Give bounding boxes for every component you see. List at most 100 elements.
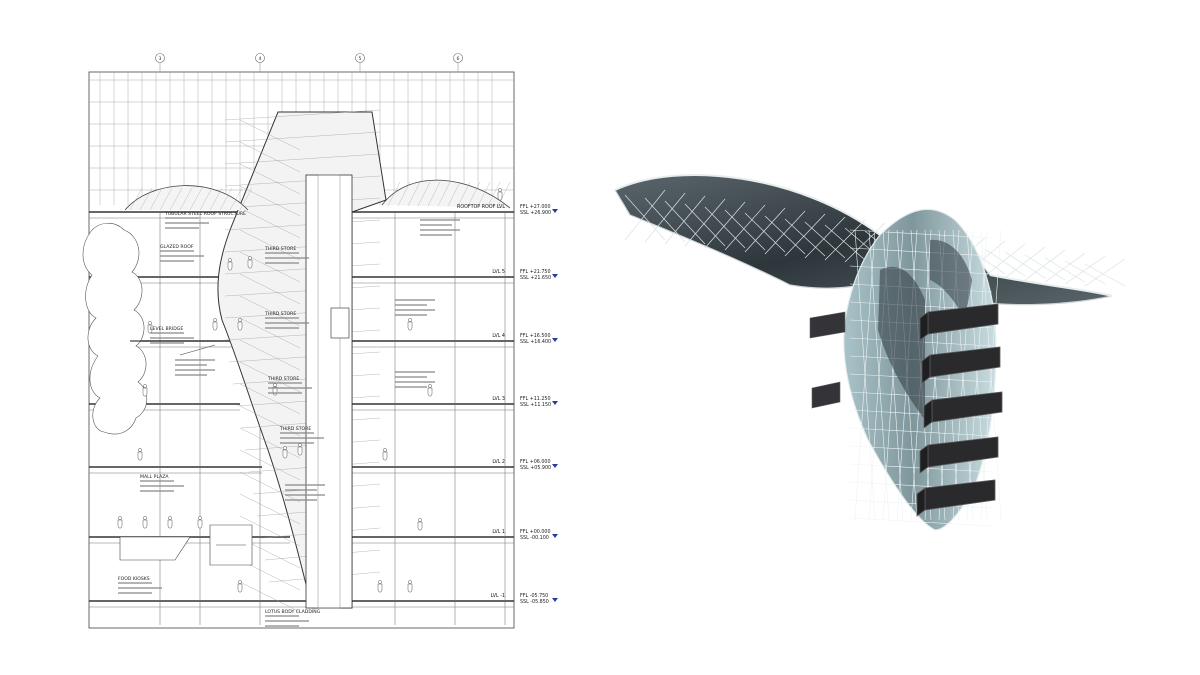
mesh-line — [239, 141, 301, 173]
canopy-rib — [1064, 260, 1106, 285]
side-slab-stubs — [809, 311, 846, 409]
mesh-line — [224, 241, 381, 253]
mesh-line — [224, 131, 381, 143]
vault-rib — [199, 187, 213, 211]
mesh-line — [228, 351, 381, 363]
level-label: LVL 1 — [492, 529, 505, 535]
vault-rib — [417, 181, 431, 207]
vault-rib — [129, 187, 143, 211]
annotation-note: MALL PLAZA — [140, 474, 169, 480]
vault-rib — [189, 187, 203, 211]
person-figure — [297, 443, 303, 456]
canopy-rib — [984, 243, 1026, 277]
canopy-rib — [684, 198, 726, 247]
person-figure — [117, 516, 123, 529]
level-label: LVL 5 — [492, 269, 505, 275]
mesh-line — [224, 197, 381, 209]
vault-rib — [457, 181, 471, 207]
vault-rib — [179, 187, 193, 211]
mesh-line — [239, 361, 301, 393]
mesh-line — [224, 109, 381, 121]
canopy-rib — [1004, 251, 1046, 279]
level-elevation-ssl: SSL -00.100 — [520, 535, 549, 541]
lotus-body-atrium — [217, 109, 387, 613]
mesh-line — [224, 285, 381, 297]
person-figure — [417, 518, 423, 531]
body-diagonal — [854, 229, 876, 521]
canopy-rib — [664, 195, 706, 245]
person-figure — [237, 318, 243, 331]
canopy-rib — [784, 213, 826, 257]
mesh-line — [224, 307, 381, 319]
grid-label-3: 3 — [159, 56, 162, 62]
vault-rib — [139, 187, 153, 211]
canopy-rib — [644, 197, 686, 243]
canopy-rib — [764, 210, 806, 255]
annotation-note: GLAZED ROOF — [160, 244, 194, 250]
level-elevation-ssl: SSL +26.900 — [520, 210, 551, 216]
level-elevation-ffl: FFL +06.000 — [520, 459, 551, 465]
canopy-rib — [1084, 263, 1126, 287]
canopy-rib — [1064, 255, 1106, 285]
canopy-rib — [704, 201, 746, 249]
person-figure — [212, 318, 218, 331]
mesh-line — [224, 329, 381, 341]
canopy-rib — [704, 206, 746, 249]
mesh-line — [239, 383, 301, 415]
level-triangle-icon — [552, 401, 558, 405]
vault-rib — [239, 187, 253, 211]
vault-rib — [219, 187, 233, 211]
vault-rib — [159, 187, 173, 211]
level-triangle-icon — [552, 534, 558, 538]
vault-rib — [487, 181, 501, 207]
level-triangle-icon — [552, 209, 558, 213]
canopy-rib — [664, 200, 706, 245]
canopy-rib — [724, 204, 766, 251]
level-triangle-icon — [552, 338, 558, 342]
level-elevation-ffl: FFL +00.000 — [520, 529, 551, 535]
elevator-cab — [330, 307, 350, 339]
person-figure — [282, 446, 288, 459]
canopy-rib — [984, 248, 1026, 277]
level-elevation-ssl: SSL -05.850 — [520, 599, 549, 605]
canopy-rib — [824, 224, 866, 261]
mesh-line — [239, 405, 301, 437]
mesh-line — [239, 185, 301, 217]
body-mullion — [849, 427, 993, 437]
annotation-note: LEVEL BRIDGE — [150, 326, 183, 332]
mesh-line — [239, 317, 301, 349]
vault-rib — [497, 181, 511, 207]
mesh-line — [224, 263, 381, 275]
person-figure — [227, 258, 233, 271]
person-figure — [142, 516, 148, 529]
canopy-rib — [824, 219, 866, 261]
mesh-line — [224, 175, 381, 187]
canopy-rib — [844, 222, 886, 263]
annotation-note: THIRD STORE — [279, 426, 311, 432]
vault-rib — [229, 187, 243, 211]
canopy-rib — [804, 221, 846, 259]
mesh-line — [239, 581, 301, 613]
annotation-note: FOOD KIOSKS — [118, 576, 150, 582]
canopy-rib — [624, 194, 666, 241]
vault-rib — [387, 181, 401, 207]
level-triangle-icon — [552, 598, 558, 602]
escalators — [119, 340, 253, 566]
person-figure — [142, 384, 148, 397]
body-diagonal — [966, 229, 988, 521]
elevator-shaft — [305, 174, 353, 609]
balcony-side — [916, 487, 926, 517]
grid-axis-markers: 3 4 5 6 — [155, 53, 463, 72]
annotation-note: THIRD STORE — [264, 311, 296, 317]
balcony-side — [921, 354, 931, 384]
mesh-line — [239, 471, 301, 503]
grid-label-5: 5 — [359, 56, 362, 62]
mesh-line — [239, 449, 301, 481]
